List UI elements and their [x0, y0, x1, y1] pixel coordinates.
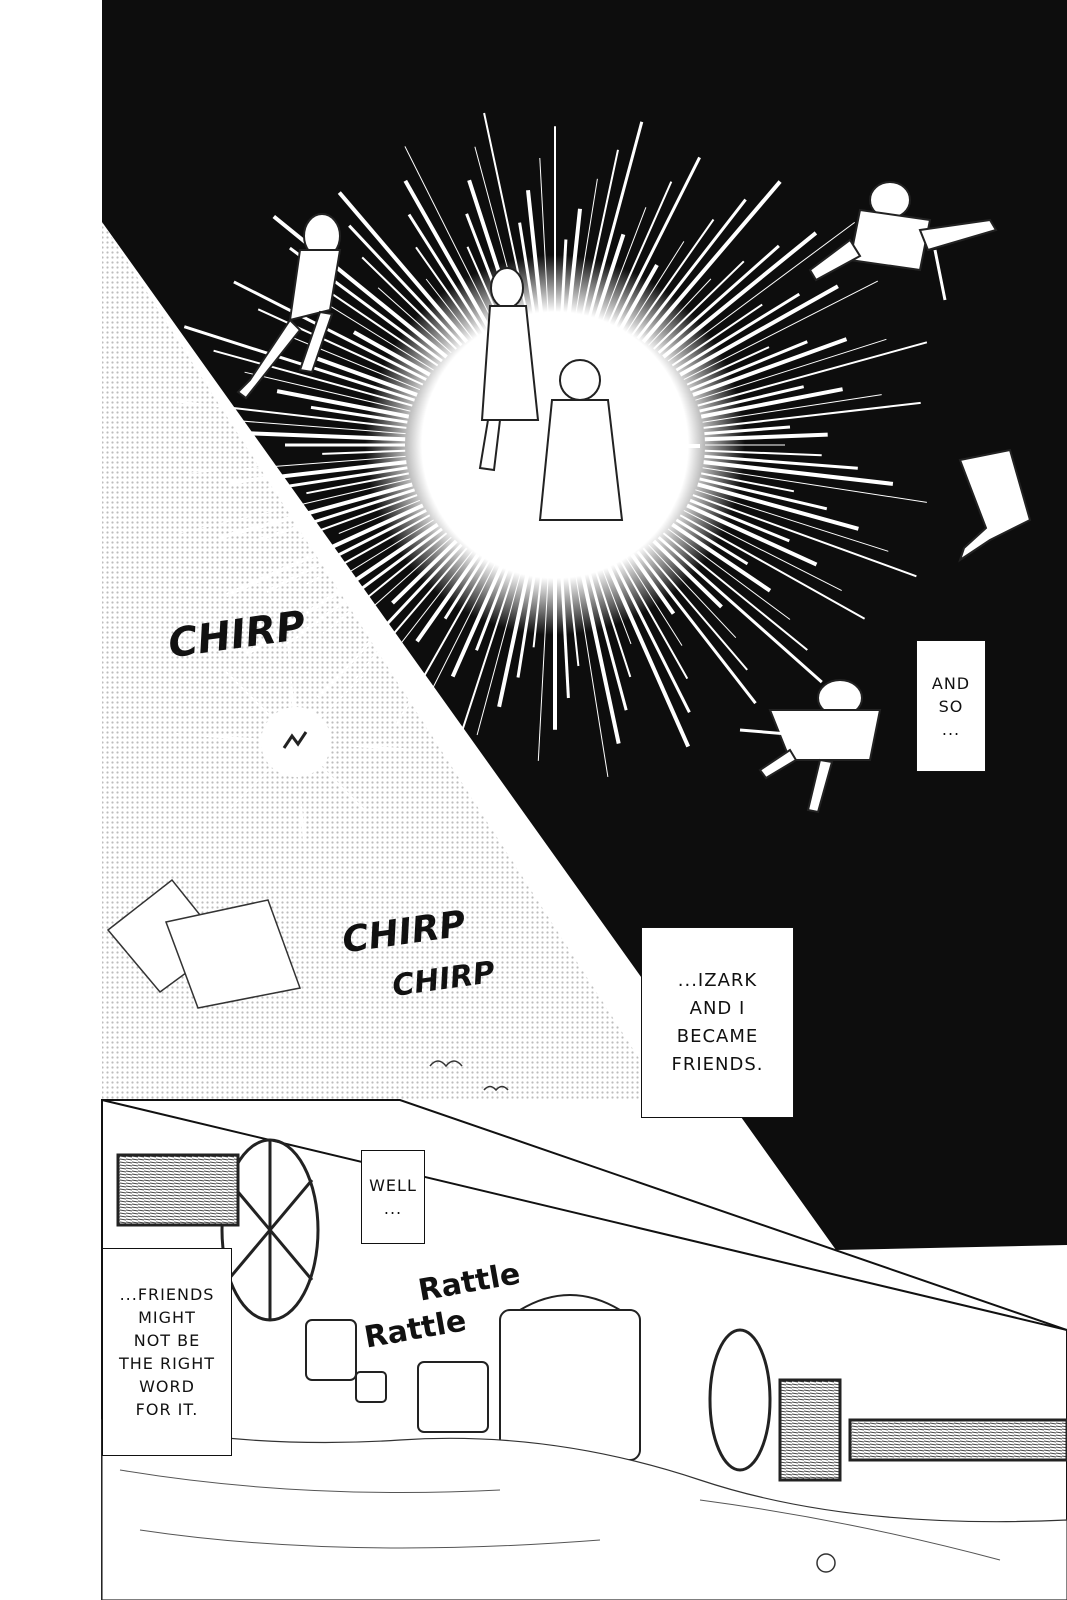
caption-friends-not-right-word: ...FRIENDS MIGHT NOT BE THE RIGHT WORD F… [102, 1248, 232, 1456]
wagon-wheel-right [708, 1328, 1067, 1482]
caption-well: WELL ... [361, 1150, 425, 1244]
caption-izark-friends: ...IZARK AND I BECAME FRIENDS. [641, 927, 794, 1118]
figure-falling-right [958, 448, 1032, 563]
dust-lines [119, 1469, 1001, 1561]
paper-scrap [164, 899, 302, 1009]
wagon-wheel-left [116, 1138, 320, 1322]
bird-silhouette [429, 1060, 463, 1068]
caption-and-so: AND SO ... [916, 640, 986, 772]
pebble [816, 1553, 836, 1573]
figure-leaping-left [236, 213, 342, 400]
bird-flash [175, 641, 417, 843]
wagon-caravan [305, 1294, 641, 1461]
figure-fallen [739, 679, 882, 814]
figure-with-sword [538, 359, 700, 521]
figure-standing-tall [478, 267, 540, 472]
figure-leaping-right [808, 181, 998, 301]
bird-silhouette [483, 1085, 509, 1092]
